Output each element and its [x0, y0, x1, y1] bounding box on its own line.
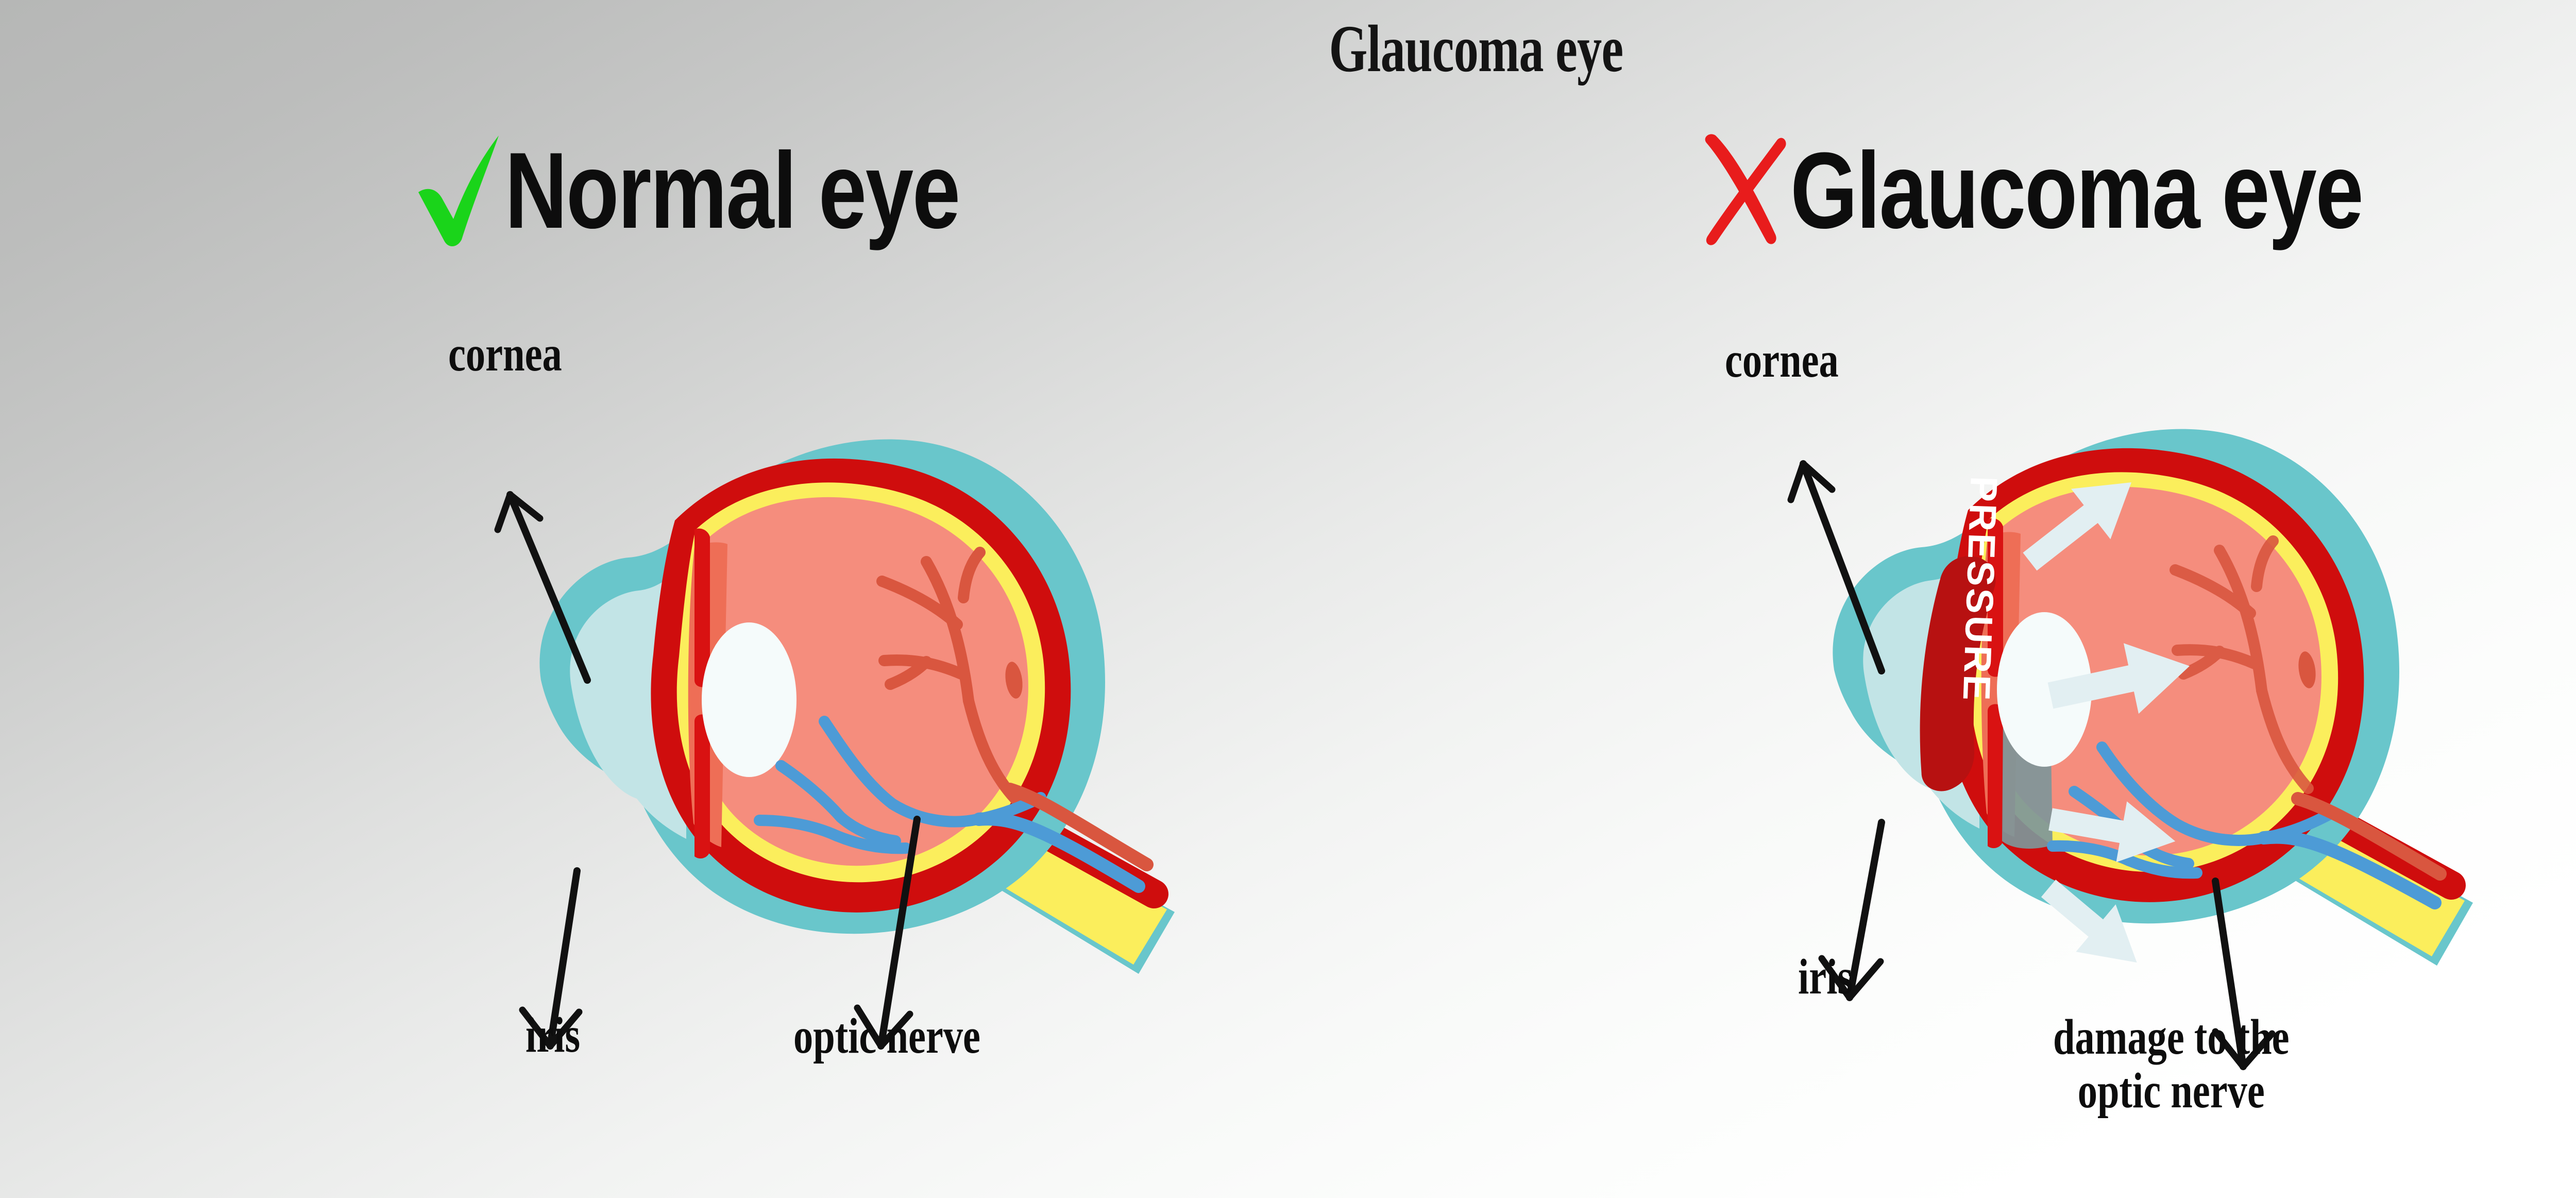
macula — [1005, 662, 1023, 699]
red-cross-icon — [1705, 134, 1786, 245]
figure-title: Glaucoma eye — [1329, 12, 1624, 86]
panel-heading-normal-text: Normal eye — [505, 130, 960, 251]
label-iris-normal: iris — [526, 1007, 581, 1063]
pressure-arrows — [2023, 482, 2190, 963]
leader-line-iris — [1818, 819, 1885, 1001]
label-cornea-glaucoma: cornea — [1725, 332, 1839, 388]
label-optic-nerve-normal: optic nerve — [793, 1008, 980, 1064]
retinal-arteries — [2170, 535, 2314, 794]
pressure-banner-text: PRESSURE — [1955, 476, 2005, 703]
label-cornea-normal: cornea — [448, 326, 562, 382]
leader-line-optic-nerve-damage — [2212, 878, 2276, 1070]
iris-upper — [694, 528, 710, 687]
optic-nerve-vessels — [972, 783, 1154, 893]
leader-line-optic-nerve — [854, 816, 921, 1050]
glaucoma-eye-diagram: PRESSURE — [1787, 429, 2473, 1070]
leader-line-cornea — [494, 491, 591, 684]
iris-lower — [694, 714, 710, 859]
leader-line-cornea — [1787, 460, 1885, 674]
lens — [1997, 612, 2092, 767]
green-check-icon — [418, 136, 499, 247]
normal-eye-diagram — [494, 439, 1175, 1050]
pressure-banner: PRESSURE — [1920, 476, 2006, 791]
label-optic-nerve-damage-glaucoma: damage to the optic nerve — [2053, 1009, 2290, 1119]
panel-heading-normal: Normal eye — [412, 131, 1073, 250]
iris-upper — [1988, 518, 2003, 677]
lens — [702, 622, 796, 777]
iris-lower — [1988, 704, 2003, 849]
panel-heading-glaucoma: Glaucoma eye — [1695, 131, 2505, 250]
macula — [2298, 651, 2316, 688]
leader-line-iris — [519, 867, 583, 1050]
label-iris-glaucoma: iris — [1798, 949, 1853, 1005]
optic-nerve-vessels — [2257, 792, 2447, 909]
panel-heading-glaucoma-text: Glaucoma eye — [1790, 130, 2364, 251]
